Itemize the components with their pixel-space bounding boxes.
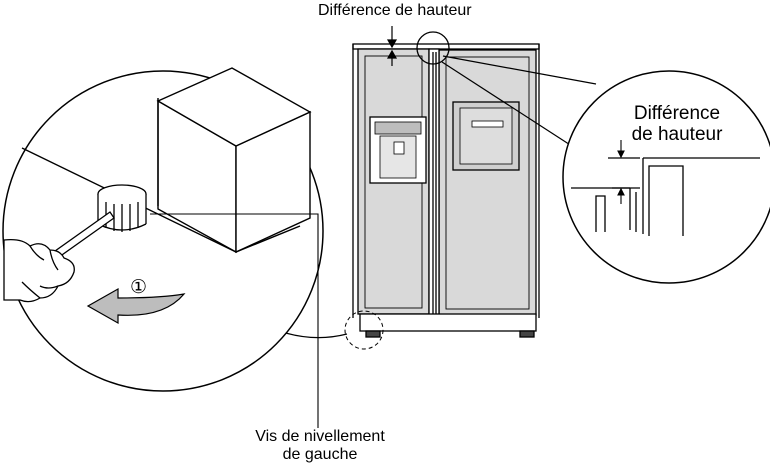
screw-label-line2: de gauche	[282, 445, 358, 463]
screw-label-leader	[150, 213, 319, 428]
top-height-difference-label: Différence de hauteur	[318, 2, 472, 19]
screw-label-line1: Vis de nivellement	[255, 428, 385, 445]
refrigerator	[352, 43, 540, 338]
right-door	[438, 49, 537, 316]
base-plinth	[359, 313, 537, 332]
rotation-arrow-icon	[86, 287, 186, 325]
zoom-leveling-screw	[2, 67, 348, 392]
top-height-arrows	[386, 26, 398, 66]
hand-icon	[3, 238, 75, 303]
zoom-height-difference-label: Différence de hauteur	[609, 103, 745, 146]
zoom-top-detail	[441, 55, 770, 284]
detail-marker-top	[416, 31, 450, 65]
detail-marker-bottom	[344, 310, 384, 350]
leveling-screw-label: Vis de nivellement de gauche	[222, 428, 418, 464]
step-number-label: ①	[130, 277, 148, 298]
zoom-label-line1: Différence	[633, 103, 721, 124]
zoom-label-line2: de hauteur	[631, 124, 723, 146]
